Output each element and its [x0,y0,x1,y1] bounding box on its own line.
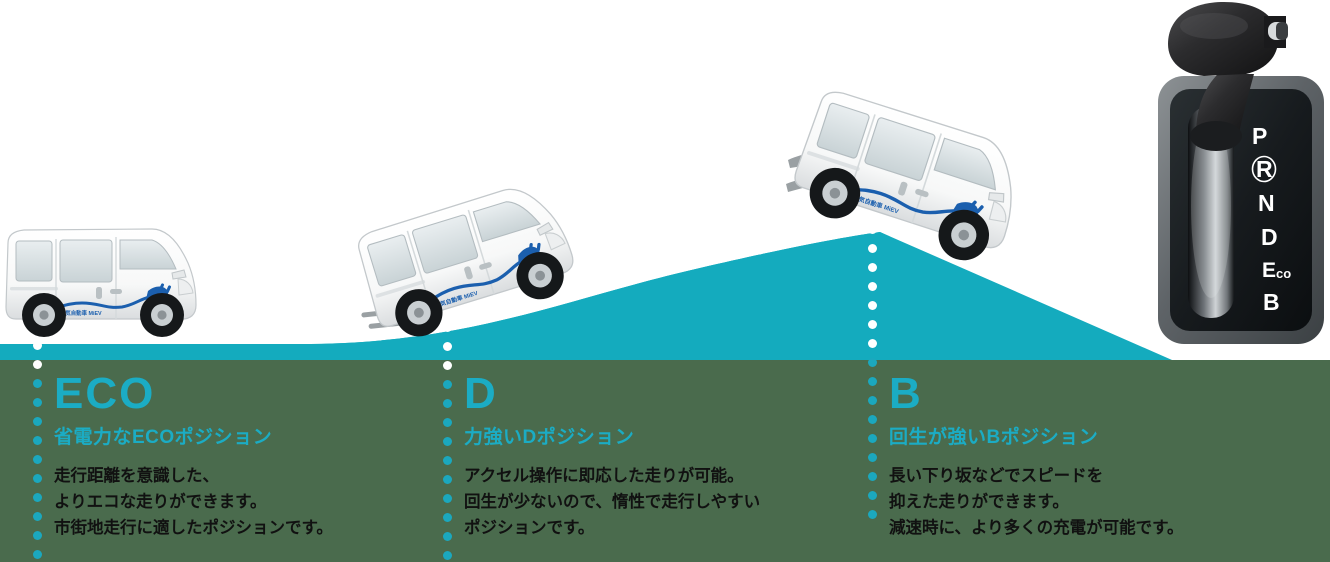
van-door-handle [464,266,473,280]
van-wheel-front [516,252,564,300]
shifter-gate-slot [1188,106,1234,318]
van-mirror [536,221,554,236]
description-line: 抑えた走りができます。 [889,492,1069,511]
description-line: アクセル操作に即応した走りが可能。 [464,466,744,485]
position-description-d: アクセル操作に即応した走りが可能。 回生が少ないので、惰性で走行しやすい ポジシ… [464,463,854,541]
van-window-front [119,239,177,270]
divider-line-b [868,225,877,529]
van-window-mid [59,239,113,283]
divider-line-eco [33,341,42,562]
shifter-label-Eco: E co [1262,259,1291,282]
shifter-label-N: N [1258,190,1275,216]
van-window-rear [816,102,870,159]
divider-line-d [443,323,452,562]
column-eco: ECO 省電力なECOポジション 走行距離を意識した、 よりエコな走りができます… [54,372,424,541]
van-wheel-front [140,293,184,337]
description-line: 走行距離を意識した、 [54,466,219,485]
vehicle-b: 電気自動車 MiEV [776,69,1043,287]
position-code-b: B [889,369,923,418]
description-line: ポジションです。 [464,518,595,537]
teal-hill-crest [300,232,880,360]
van-wheel-rear [809,167,861,219]
shifter-knob [1168,2,1278,76]
van-wheel-front [938,209,990,261]
van-headlight [988,200,1007,223]
van-window-rear [15,240,53,282]
vehicle-d: 電気自動車 MiEV [344,160,592,362]
position-subtitle-d: 力強いDポジション [464,427,635,448]
van-decal-text: 電気自動車 MiEV [60,309,102,317]
column-d: D 力強いDポジション アクセル操作に即応した走りが可能。 回生が少ないので、惰… [464,372,854,541]
position-code-d: D [464,369,498,418]
position-subtitle-b: 回生が強いBポジション [889,427,1099,448]
description-line: よりエコな走りができます。 [54,492,267,511]
column-b: B 回生が強いBポジション 長い下り坂などでスピードを 抑えた走りができます。 … [889,372,1289,541]
van-window-front [472,201,541,243]
van-headlight [544,232,566,251]
van-window-front [933,137,997,191]
position-subtitle-eco: 省電力なECOポジション [54,427,273,448]
green-band [0,360,1330,562]
shifter-label-P: P [1252,123,1267,149]
svg-text:co: co [1276,266,1291,281]
description-line: 長い下り坂などでスピードを [889,466,1104,485]
description-line: 市街地走行に適したポジションです。 [54,518,333,537]
shifter-label-R: R [1251,155,1277,183]
shifter-boot [1190,121,1242,151]
van-wheel-rear [395,289,443,337]
van-window-rear [367,234,417,287]
shifter-label-D: D [1261,224,1278,250]
van-mirror [987,192,1005,203]
position-description-eco: 走行距離を意識した、 よりエコな走りができます。 市街地走行に適したポジションで… [54,463,424,541]
van-wheel-rear [22,293,66,337]
van-window-mid [864,117,936,181]
vehicle-eco: 電気自動車 MiEV [2,215,202,350]
van-window-mid [412,214,479,274]
svg-text:R: R [1256,156,1273,182]
shifter-position-labels: P R N D E co B [1251,123,1291,315]
position-code-eco: ECO [54,369,156,418]
gear-shifter: P R N D E co B [1146,0,1330,364]
teal-hill-right-slope [880,232,1172,360]
description-line: 回生が少ないので、惰性で走行しやすい [464,492,761,511]
van-door-handle [96,287,102,299]
svg-text:E: E [1262,259,1276,282]
van-headlight [177,278,194,296]
van-door-handle [898,181,908,196]
van-mirror [171,269,187,280]
shifter-label-B: B [1263,289,1280,315]
position-description-b: 長い下り坂などでスピードを 抑えた走りができます。 減速時に、より多くの充電が可… [889,463,1289,541]
description-line: 減速時に、より多くの充電が可能です。 [889,518,1184,537]
